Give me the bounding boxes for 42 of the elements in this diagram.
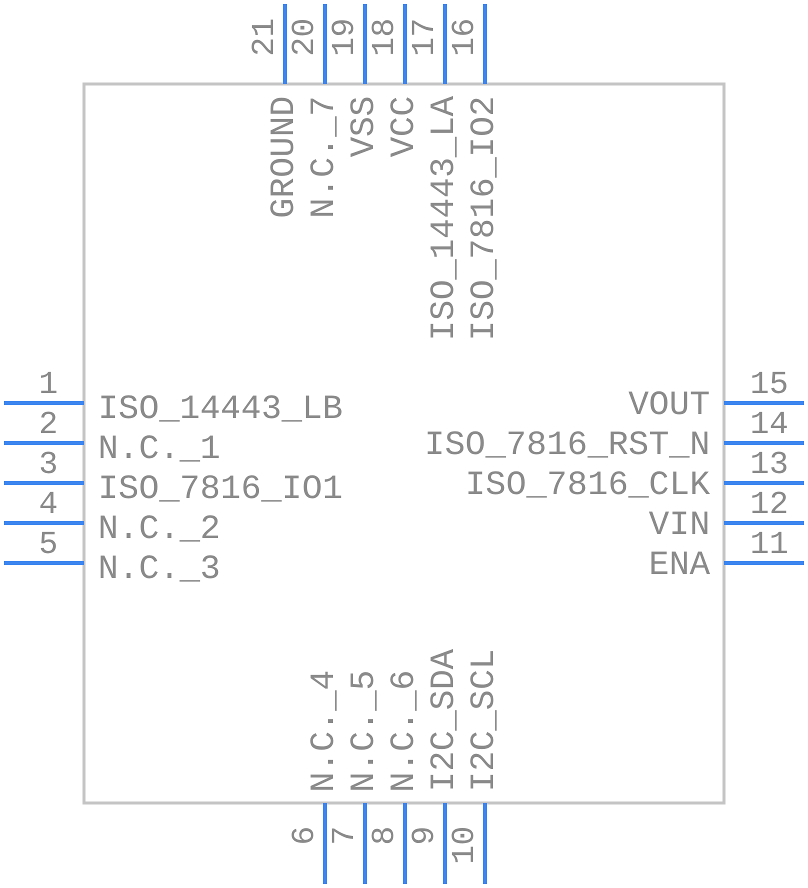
- pin-name: VSS: [348, 96, 382, 158]
- pin-number: 18: [369, 18, 401, 56]
- pin-name: VOUT: [628, 389, 710, 423]
- pin-name: N.C._3: [98, 553, 220, 587]
- pin-name: ISO_7816_IO1: [98, 473, 343, 507]
- pin-name: I2C_SDA: [428, 649, 462, 792]
- pin-number: 12: [750, 489, 788, 521]
- pin-number: 2: [38, 409, 58, 441]
- pin-number: 16: [449, 18, 481, 56]
- pin-name: ISO_7816_CLK: [465, 469, 710, 503]
- pin-name: N.C._1: [98, 433, 220, 467]
- pin-number: 4: [38, 489, 58, 521]
- pin-name: VCC: [388, 96, 422, 158]
- pin-number: 19: [329, 18, 361, 56]
- pin-number: 8: [369, 826, 401, 846]
- pin-name: N.C._5: [348, 670, 382, 792]
- pin-number: 1: [38, 369, 58, 401]
- pin-number: 15: [750, 369, 788, 401]
- pin-name: N.C._6: [388, 670, 422, 792]
- pin-number: 13: [750, 449, 788, 481]
- pin-name: ISO_7816_IO2: [468, 96, 502, 341]
- pin-number: 11: [750, 529, 788, 561]
- pin-name: GROUND: [268, 96, 302, 218]
- pin-number: 14: [750, 409, 788, 441]
- pin-number: 17: [409, 18, 441, 56]
- pin-number: 3: [38, 449, 58, 481]
- pin-number: 7: [329, 826, 361, 846]
- pin-number: 20: [289, 18, 321, 56]
- pin-name: ISO_14443_LB: [98, 393, 343, 427]
- pin-name: N.C._2: [98, 513, 220, 547]
- pin-name: N.C._7: [308, 96, 342, 218]
- pin-name: ENA: [648, 549, 710, 583]
- pin-name: ISO_7816_RST_N: [424, 429, 710, 463]
- pin-number: 9: [409, 826, 441, 846]
- pin-number: 10: [449, 826, 481, 864]
- pin-number: 5: [38, 529, 58, 561]
- pin-name: ISO_14443_LA: [428, 96, 462, 341]
- pin-number: 6: [289, 826, 321, 846]
- pin-number: 21: [249, 18, 281, 56]
- pin-name: N.C._4: [308, 670, 342, 792]
- pin-name: I2C_SCL: [468, 649, 502, 792]
- pin-name: VIN: [648, 509, 710, 543]
